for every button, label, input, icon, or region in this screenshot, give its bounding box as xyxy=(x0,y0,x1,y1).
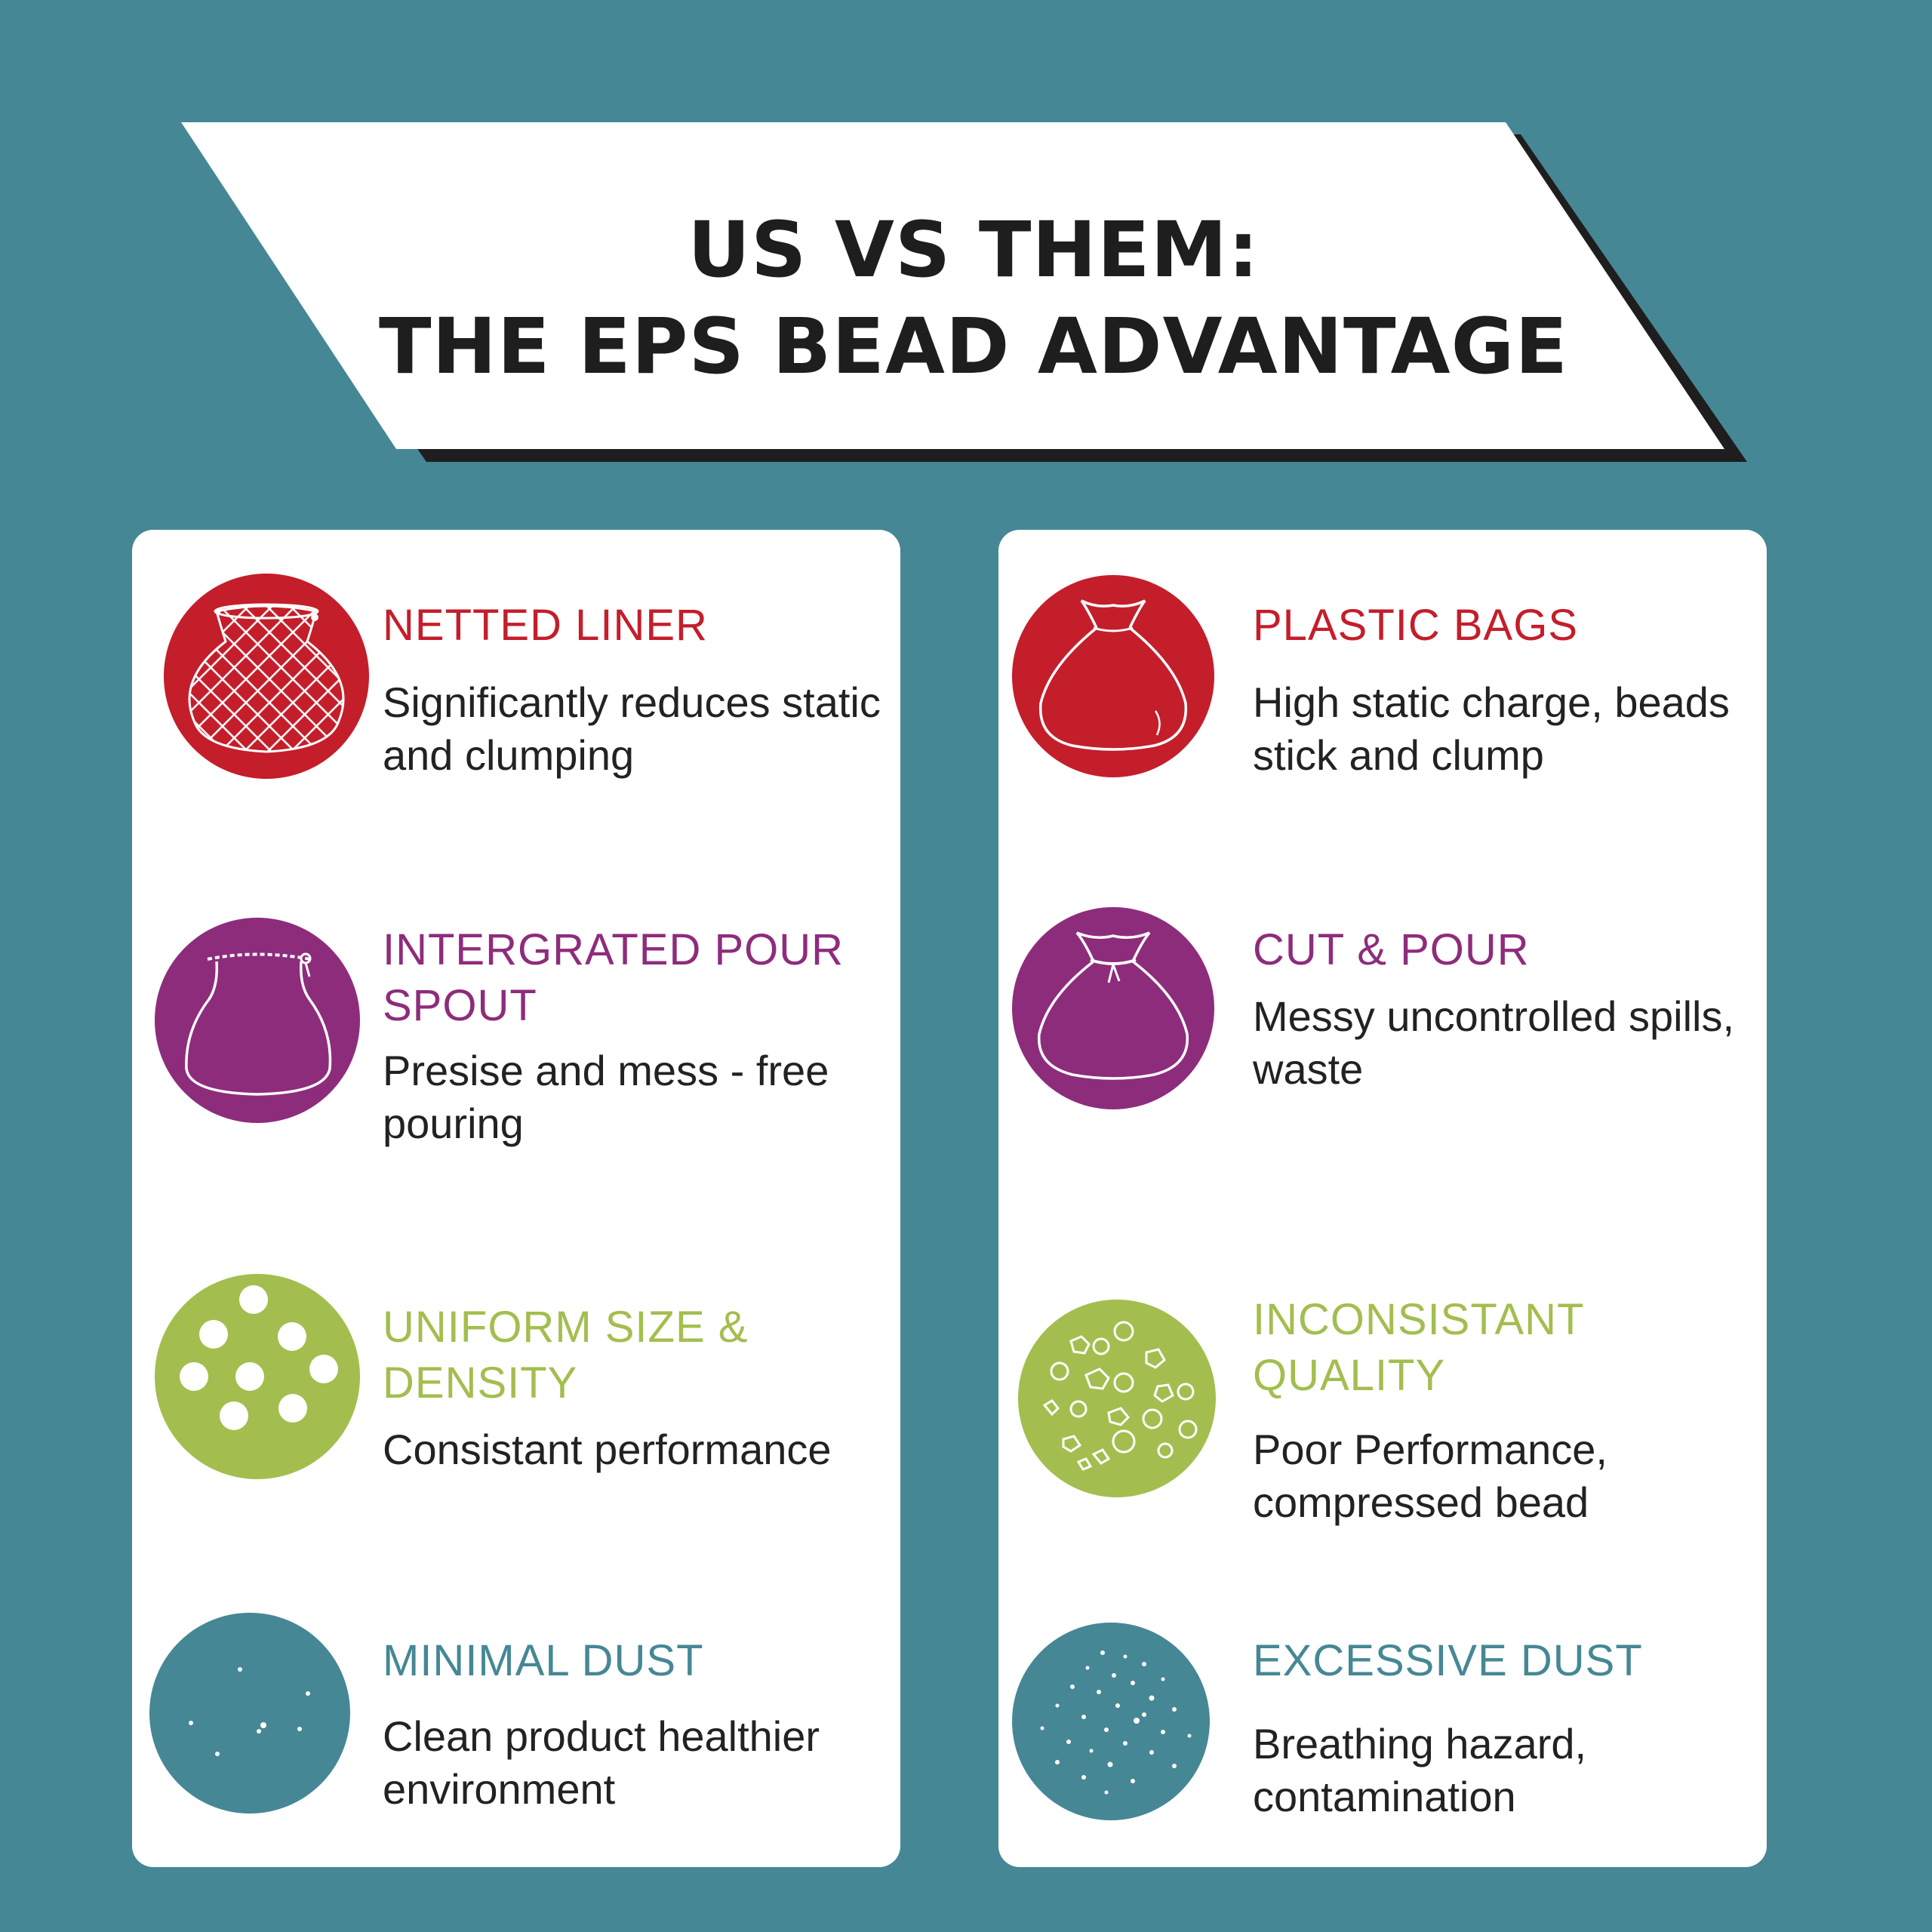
them-heading-2: CUT & POUR xyxy=(1253,925,1530,974)
us-description-4: Clean product healthier environment xyxy=(383,1712,820,1813)
plastic-bag-icon xyxy=(1012,575,1214,777)
us-description-2: Presise and mess - free pouring xyxy=(383,1047,829,1147)
us-heading-3: UNIFORM SIZE & DENSITY xyxy=(383,1303,749,1407)
page-title-line-1: US VS THEM: xyxy=(688,205,1260,295)
excessive-dust-icon xyxy=(1012,1623,1210,1820)
uniform-beads-icon xyxy=(155,1274,360,1479)
minimal-dust-icon xyxy=(149,1613,350,1814)
them-description-1: High static charge, beads stick and clum… xyxy=(1253,678,1730,779)
them-description-4: Breathing hazard, contamination xyxy=(1253,1720,1587,1820)
pour-spout-bag-icon xyxy=(155,918,360,1123)
them-description-3: Poor Performance, compressed bead xyxy=(1253,1426,1607,1526)
us-heading-2: INTERGRATED POUR SPOUT xyxy=(383,925,844,1030)
netted-bag-icon xyxy=(164,574,369,779)
page-title-line-2: THE EPS BEAD ADVANTAGE xyxy=(378,302,1568,392)
broken-beads-icon xyxy=(1018,1300,1216,1497)
us-description-1: Significantly reduces static and clumpin… xyxy=(383,678,881,779)
them-heading-4: EXCESSIVE DUST xyxy=(1253,1636,1643,1685)
title-banner xyxy=(181,122,1747,462)
them-description-2: Messy uncontrolled spills, waste xyxy=(1253,992,1735,1093)
them-heading-3: INCONSISTANT QUALITY xyxy=(1253,1295,1584,1400)
us-heading-4: MINIMAL DUST xyxy=(383,1636,704,1685)
them-heading-1: PLASTIC BAGS xyxy=(1253,601,1579,650)
us-description-3: Consistant performance xyxy=(383,1426,832,1473)
us-heading-1: NETTED LINER xyxy=(383,601,708,650)
banner-shape xyxy=(181,122,1724,449)
us-panel: NETTED LINER Significantly reduces stati… xyxy=(132,530,900,1867)
tied-bag-icon xyxy=(1012,907,1214,1109)
them-panel: PLASTIC BAGS High static charge, beads s… xyxy=(998,530,1767,1867)
